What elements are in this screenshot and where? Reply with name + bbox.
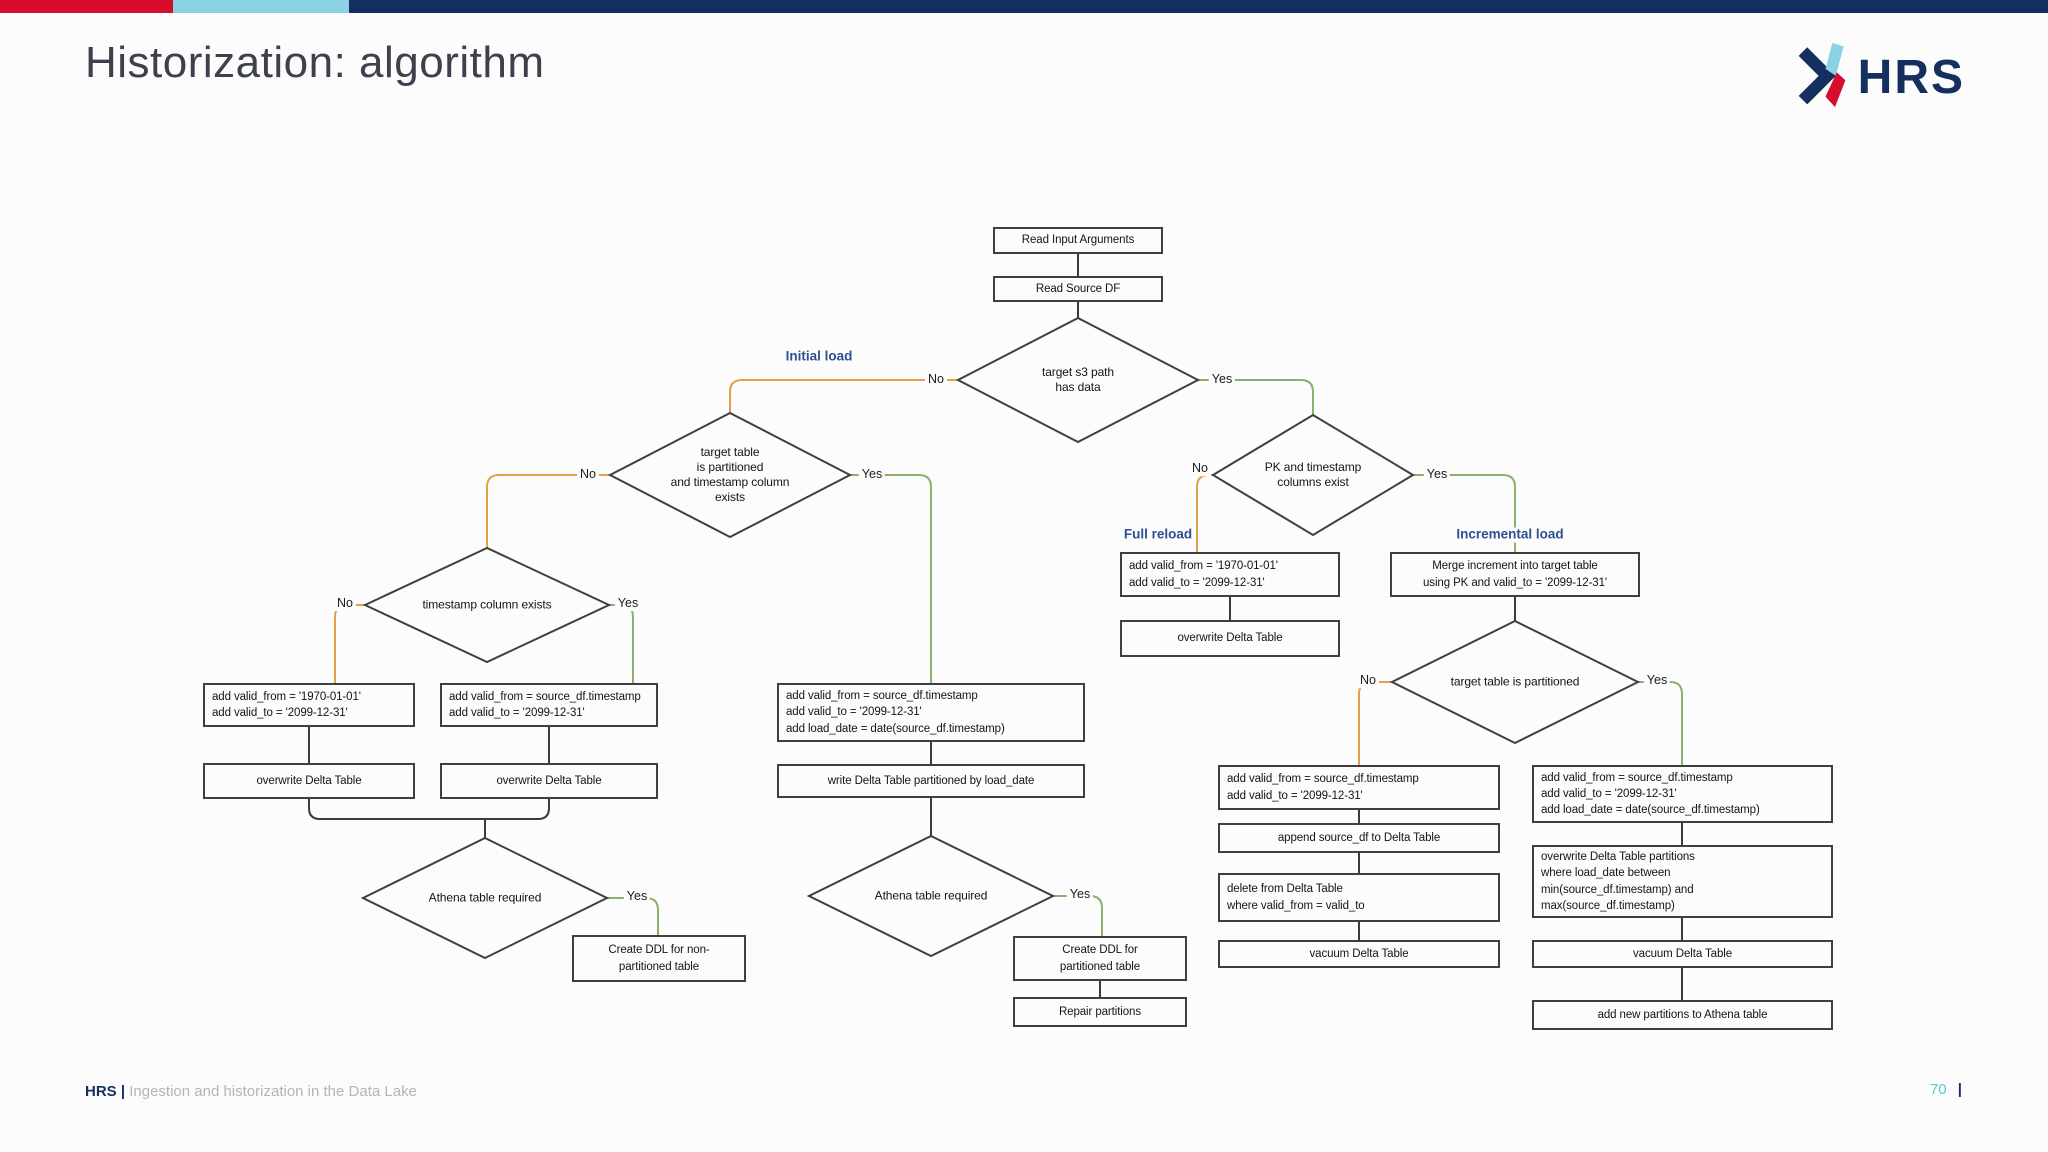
flow-edge-green — [1198, 379, 1314, 416]
flow-edge-orange — [1196, 474, 1213, 552]
footer-brand: HRS — [85, 1083, 117, 1100]
node-add-validity-epoch: add valid_from = '1970-01-01'add valid_t… — [203, 683, 415, 727]
node-write-delta-partitioned: write Delta Table partitioned by load_da… — [777, 764, 1085, 798]
footer-separator: | — [120, 1083, 126, 1100]
edge-label-no: No — [1189, 461, 1211, 476]
flow-edge-orange — [486, 474, 610, 549]
node-read-source-df: Read Source DF — [993, 276, 1163, 302]
node-overwrite-delta-table-2: overwrite Delta Table — [440, 763, 658, 799]
flow-edge-green — [1053, 895, 1103, 936]
decision-label-athena-table-required-left: Athena table required — [428, 890, 542, 905]
hrs-logo: HRS — [1796, 42, 1965, 113]
decision-label-timestamp-column-exists: timestamp column exists — [422, 597, 552, 612]
decision-label-athena-table-required-mid: Athena table required — [874, 888, 988, 903]
decision-athena-table-required-left — [360, 836, 610, 960]
flow-edge-green — [1638, 681, 1683, 765]
flow-edge-orange — [1358, 681, 1392, 765]
flow-edge-green — [850, 474, 932, 683]
node-repair-partitions: Repair partitions — [1013, 997, 1187, 1027]
edge-label-no: No — [577, 467, 599, 482]
node-vacuum-delta-table-2: vacuum Delta Table — [1532, 940, 1833, 968]
top-bar-red-segment — [0, 0, 173, 13]
flow-edge-green — [609, 604, 634, 683]
edge-label-no: No — [1357, 673, 1379, 688]
edge-label-yes: Yes — [623, 889, 651, 904]
node-read-input-arguments: Read Input Arguments — [993, 227, 1163, 254]
branch-label-initial-load: Initial load — [782, 349, 856, 365]
footer: HRS | Ingestion and historization in the… — [85, 1083, 417, 1100]
node-full-reload-validity: add valid_from = '1970-01-01'add valid_t… — [1120, 552, 1340, 597]
branch-label-incremental-load: Incremental load — [1453, 527, 1567, 543]
flow-edge-orange — [729, 379, 958, 414]
edge-label-yes: Yes — [858, 467, 886, 482]
node-vacuum-delta-table-1: vacuum Delta Table — [1218, 940, 1500, 968]
flow-edge-dark — [308, 799, 485, 820]
edge-label-no: No — [334, 596, 356, 611]
node-overwrite-delta-table-1: overwrite Delta Table — [203, 763, 415, 799]
edge-label-yes: Yes — [1208, 372, 1236, 387]
decision-pk-and-timestamp-exist — [1211, 413, 1415, 537]
decision-timestamp-column-exists — [362, 546, 612, 664]
edge-label-no: No — [925, 372, 947, 387]
decision-table-partitioned-and-timestamp — [607, 411, 853, 539]
edge-label-yes: Yes — [1423, 467, 1451, 482]
flow-edge-orange — [334, 604, 365, 683]
branch-label-full-reload: Full reload — [1120, 527, 1196, 543]
decision-athena-table-required-mid — [806, 834, 1056, 958]
page-number-area: 70 | — [1930, 1081, 1962, 1098]
edge-label-yes: Yes — [1066, 887, 1094, 902]
flow-edge-green — [1413, 474, 1516, 552]
edge-label-yes: Yes — [614, 596, 642, 611]
flow-edge-dark — [485, 799, 550, 820]
decision-label-target-table-is-partitioned: target table is partitioned — [1450, 674, 1580, 689]
footer-subtitle: Ingestion and historization in the Data … — [129, 1083, 417, 1100]
hrs-star-icon — [1796, 42, 1848, 113]
top-bar-cyan-segment — [173, 0, 349, 13]
node-create-ddl-non-partitioned: Create DDL for non-partitioned table — [572, 935, 746, 982]
node-add-new-partitions-athena: add new partitions to Athena table — [1532, 1000, 1833, 1030]
top-bar-navy-segment — [349, 0, 2048, 13]
hrs-logo-text: HRS — [1857, 51, 1965, 104]
page-number-separator: | — [1957, 1081, 1962, 1098]
page-title: Historization: algorithm — [85, 38, 545, 87]
node-append-source-df: append source_df to Delta Table — [1218, 823, 1500, 853]
edge-label-yes: Yes — [1643, 673, 1671, 688]
node-overwrite-delta-table-3: overwrite Delta Table — [1120, 620, 1340, 657]
page-number: 70 — [1929, 1081, 1947, 1098]
decision-target-table-is-partitioned — [1389, 619, 1641, 745]
decision-target-s3-path-has-data — [955, 316, 1201, 444]
top-color-bar — [0, 0, 2048, 13]
